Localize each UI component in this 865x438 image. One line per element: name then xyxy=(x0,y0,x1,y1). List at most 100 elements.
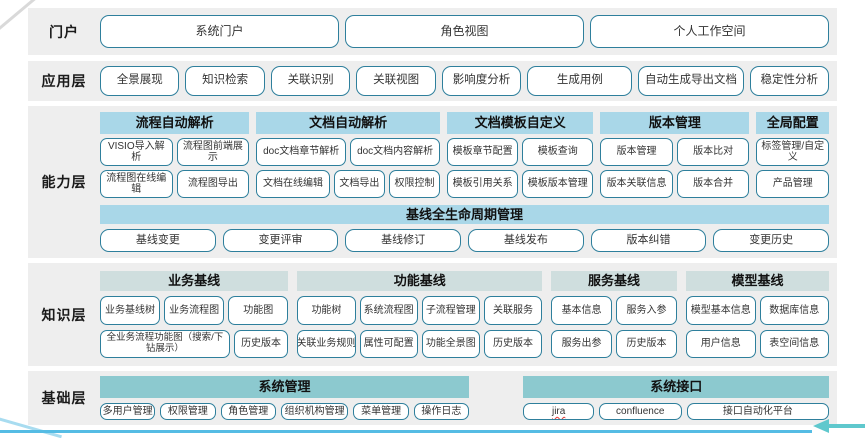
capability-button: 模板版本管理 xyxy=(522,170,594,198)
base-button: 角色管理 xyxy=(220,403,276,420)
portal-button: 系统门户 xyxy=(100,15,339,48)
group-header-service-baseline: 服务基线 xyxy=(551,271,677,291)
capability-group-template-custom: 文档模板自定义 模板章节配置 模板查询 模板引用关系 模板版本管理 xyxy=(447,112,594,198)
capability-content: 流程自动解析 VISIO导入解析 流程图前端展示 流程图在线编辑 流程图导出 文… xyxy=(100,106,837,258)
base-band: 基础层 系统管理 多用户管理 权限管理 角色管理 组织机构管理 菜单管理 操作日… xyxy=(28,371,837,425)
capability-button: 文档在线编辑 xyxy=(256,170,330,198)
knowledge-button: 服务出参 xyxy=(551,329,613,358)
baseline-button: 基线发布 xyxy=(468,228,584,252)
base-groups: 系统管理 多用户管理 权限管理 角色管理 组织机构管理 菜单管理 操作日志 系统… xyxy=(100,371,837,425)
knowledge-button: 关联服务 xyxy=(483,296,543,325)
knowledge-group-model-baseline: 模型基线 模型基本信息 数据库信息 用户信息 表空间信息 xyxy=(685,271,830,358)
capability-button: 流程图前端展示 xyxy=(176,138,250,166)
capability-button: 标签管理/自定义 xyxy=(756,138,830,166)
base-group-system-interface: 系统接口 jira confluence 接口自动化平台 xyxy=(523,376,830,420)
capability-group-process-parse: 流程自动解析 VISIO导入解析 流程图前端展示 流程图在线编辑 流程图导出 xyxy=(100,112,250,198)
knowledge-button: 系统流程图 xyxy=(359,296,418,325)
capability-button: 模板查询 xyxy=(522,138,594,166)
left-arrow-icon xyxy=(813,418,865,433)
knowledge-group-service-baseline: 服务基线 基本信息 服务入参 服务出参 历史版本 xyxy=(551,271,677,358)
application-band: 应用层 全景展现 知识检索 关联识别 关联视图 影响度分析 生成用例 自动生成导… xyxy=(28,61,837,101)
knowledge-button: 全业务流程功能图（搜索/下钻展示） xyxy=(100,329,230,358)
capability-button: doc文档章节解析 xyxy=(256,138,347,166)
knowledge-band: 知识层 业务基线 业务基线树 业务流程图 功能图 全业务流程功能图（搜索/下钻展… xyxy=(28,263,837,366)
knowledge-button: 历史版本 xyxy=(233,329,289,358)
baseline-button: 变更历史 xyxy=(713,228,830,252)
group-header-template-custom: 文档模板自定义 xyxy=(447,112,594,134)
group-header-process-parse: 流程自动解析 xyxy=(100,112,250,134)
app-button: 全景展现 xyxy=(100,66,180,96)
capability-button: 流程图在线编辑 xyxy=(100,170,173,198)
layer-label-knowledge: 知识层 xyxy=(41,306,87,323)
capability-button: VISIO导入解析 xyxy=(100,138,173,166)
base-button: 多用户管理 xyxy=(100,403,156,420)
capability-button: 版本比对 xyxy=(676,138,750,166)
jira-label: jira xyxy=(551,405,566,417)
knowledge-button: 功能全景图 xyxy=(421,329,480,358)
portal-button: 角色视图 xyxy=(345,15,584,48)
base-button: 菜单管理 xyxy=(353,403,409,420)
arrow-head xyxy=(813,419,829,433)
group-header-business-baseline: 业务基线 xyxy=(100,271,289,291)
knowledge-button: 属性可配置 xyxy=(359,329,418,358)
base-button: 权限管理 xyxy=(160,403,216,420)
knowledge-button: 子流程管理 xyxy=(421,296,480,325)
app-button: 生成用例 xyxy=(527,66,633,96)
app-button: 自动生成导出文档 xyxy=(638,66,744,96)
baseline-button: 版本纠错 xyxy=(590,228,707,252)
knowledge-button: 数据库信息 xyxy=(759,296,830,325)
knowledge-button: 服务入参 xyxy=(616,296,677,325)
knowledge-button: 功能图 xyxy=(228,296,289,325)
capability-button: 文档导出 xyxy=(333,170,385,198)
knowledge-group-business-baseline: 业务基线 业务基线树 业务流程图 功能图 全业务流程功能图（搜索/下钻展示） 历… xyxy=(100,271,289,358)
layer-label-capability: 能力层 xyxy=(41,174,87,190)
capability-button: doc文档内容解析 xyxy=(350,138,441,166)
group-header-baseline-lifecycle: 基线全生命周期管理 xyxy=(100,205,829,224)
capability-button: 版本关联信息 xyxy=(600,170,673,198)
capability-button: 版本合并 xyxy=(676,170,750,198)
app-button: 关联识别 xyxy=(270,66,351,96)
knowledge-button: 历史版本 xyxy=(483,329,543,358)
layer-label-portal: 门户 xyxy=(49,23,79,40)
knowledge-button: 模型基本信息 xyxy=(685,296,756,325)
interface-button-jira: jira xyxy=(523,403,594,420)
group-header-function-baseline: 功能基线 xyxy=(297,271,543,291)
layer-label-base: 基础层 xyxy=(41,390,87,406)
base-group-system-mgmt: 系统管理 多用户管理 权限管理 角色管理 组织机构管理 菜单管理 操作日志 xyxy=(100,376,470,420)
knowledge-button: 功能树 xyxy=(297,296,356,325)
app-button: 稳定性分析 xyxy=(749,66,830,96)
knowledge-button: 基本信息 xyxy=(551,296,613,325)
group-header-system-interface: 系统接口 xyxy=(523,376,829,398)
capability-button: 模板章节配置 xyxy=(447,138,519,166)
base-button: 组织机构管理 xyxy=(280,403,349,420)
capability-button: 版本管理 xyxy=(600,138,673,166)
interface-button-automation-platform: 接口自动化平台 xyxy=(686,403,830,420)
knowledge-button: 表空间信息 xyxy=(759,329,830,358)
baseline-row: 基线变更 变更评审 基线修订 基线发布 版本纠错 变更历史 xyxy=(100,228,830,252)
portal-content: 系统门户 角色视图 个人工作空间 xyxy=(100,8,837,55)
capability-button: 产品管理 xyxy=(756,170,830,198)
app-button: 影响度分析 xyxy=(441,66,522,96)
arrow-bar xyxy=(827,424,865,428)
capability-button: 权限控制 xyxy=(388,170,441,198)
interface-button-confluence: confluence xyxy=(598,403,682,420)
capability-group-global-config: 全局配置 标签管理/自定义 产品管理 xyxy=(756,112,830,198)
app-button: 知识检索 xyxy=(185,66,265,96)
capability-group-doc-parse: 文档自动解析 doc文档章节解析 doc文档内容解析 文档在线编辑 文档导出 权… xyxy=(256,112,441,198)
bottom-border-line xyxy=(0,430,812,433)
capability-group-version-mgmt: 版本管理 版本管理 版本比对 版本关联信息 版本合并 xyxy=(600,112,750,198)
group-header-global-config: 全局配置 xyxy=(756,112,830,134)
base-layer-spacer xyxy=(469,376,523,420)
knowledge-group-function-baseline: 功能基线 功能树 系统流程图 子流程管理 关联服务 关联业务规则 属性可配置 功… xyxy=(297,271,543,358)
baseline-button: 基线变更 xyxy=(100,228,216,252)
baseline-button: 基线修订 xyxy=(345,228,462,252)
group-header-system-mgmt: 系统管理 xyxy=(100,376,470,398)
base-button: 操作日志 xyxy=(413,403,470,420)
baseline-button: 变更评审 xyxy=(222,228,339,252)
knowledge-groups: 业务基线 业务基线树 业务流程图 功能图 全业务流程功能图（搜索/下钻展示） 历… xyxy=(100,263,837,366)
capability-groups: 流程自动解析 VISIO导入解析 流程图前端展示 流程图在线编辑 流程图导出 文… xyxy=(100,112,830,198)
group-header-version-mgmt: 版本管理 xyxy=(600,112,750,134)
knowledge-button: 关联业务规则 xyxy=(297,329,356,358)
knowledge-button: 用户信息 xyxy=(685,329,756,358)
app-button: 关联视图 xyxy=(356,66,436,96)
